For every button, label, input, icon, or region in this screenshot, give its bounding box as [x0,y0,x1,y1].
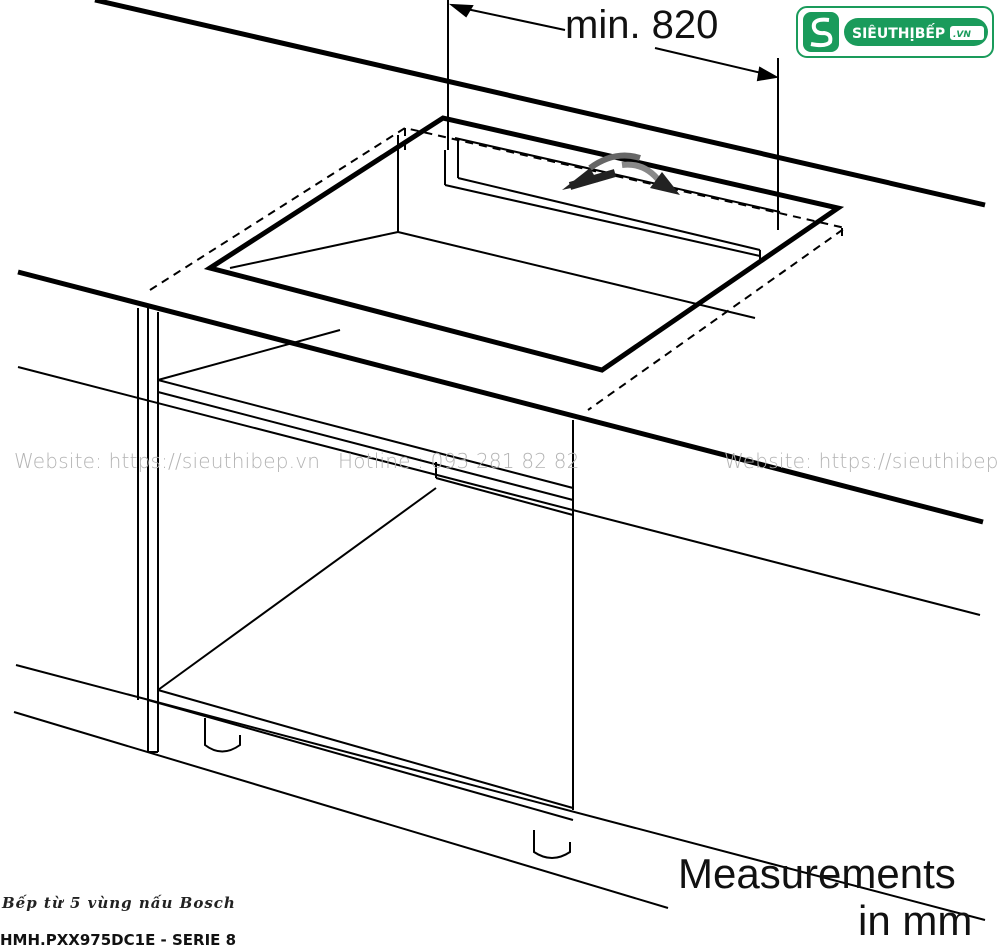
product-title: Bếp từ 5 vùng nấu Bosch [2,894,236,912]
countertop-bottom-edge [17,366,981,616]
base-cabinet [13,308,986,921]
watermark-website-right: Website: https://sieuthibep.vn [724,449,1000,473]
product-model: HMH.PXX975DC1E - SERIE 8 [0,931,237,949]
airflow-arrows [562,152,680,195]
hob-outline-dashed [149,126,848,411]
measurements-note-line2: in mm [858,897,972,944]
countertop-back-edge [94,0,986,208]
watermark-hotline: Hotline : 093 281 82 82 [338,449,580,473]
countertop-front-edge [17,269,984,525]
cutout-inner-faces [229,135,781,319]
countertop-cutout [203,115,845,373]
logo-text: SIÊUTHỊBẾP [852,23,945,42]
measurements-note-line1: Measurements [678,850,956,897]
logo-suffix: .VN [953,30,971,40]
dimension-lines [447,0,779,230]
watermark-website-left: Website: https://sieuthibep.vn [14,449,320,473]
dimension-label: min. 820 [565,3,718,47]
sieuthibep-logo: SIÊUTHỊBẾP .VN [796,6,994,58]
